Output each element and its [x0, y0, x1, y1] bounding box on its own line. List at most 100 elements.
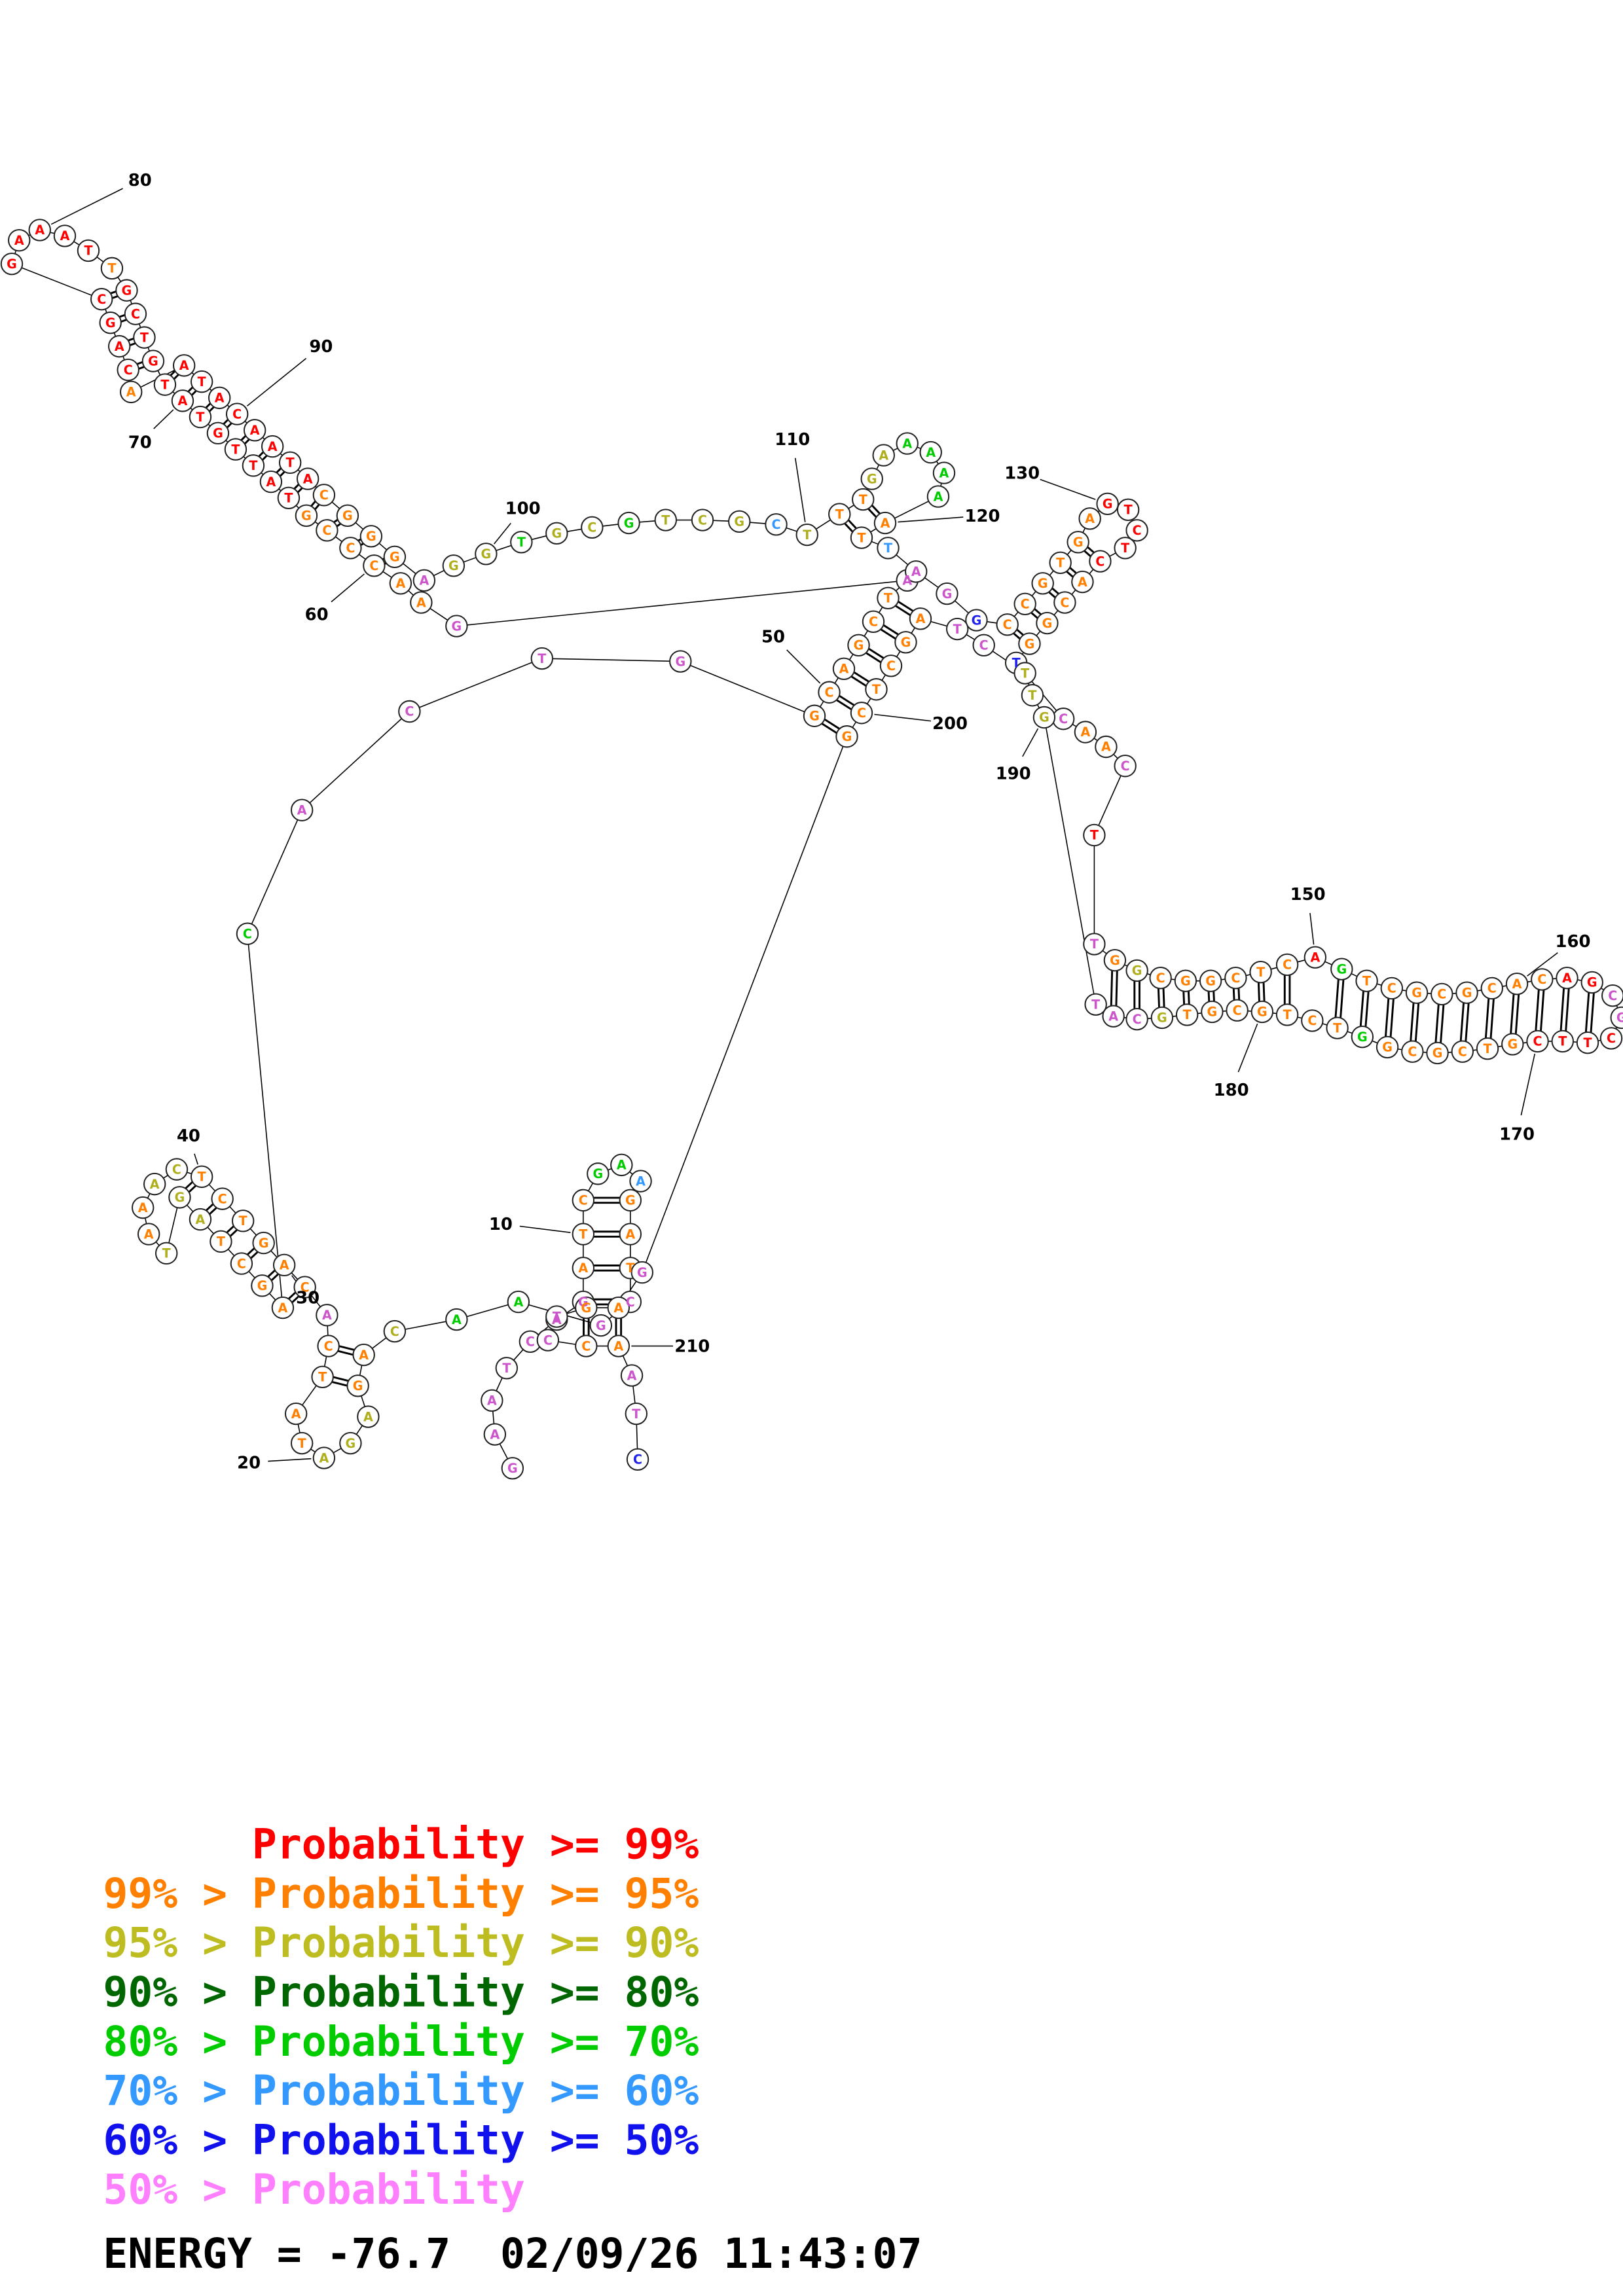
base-node [625, 1402, 648, 1426]
base-letter: C [771, 517, 780, 532]
base-node [589, 1314, 613, 1337]
base-node [572, 1189, 595, 1212]
base-letter: A [636, 1174, 646, 1189]
base-node [1301, 1009, 1324, 1032]
base-letter: C [1060, 595, 1069, 610]
base-letter: G [1180, 973, 1191, 988]
base-node [1501, 1033, 1524, 1056]
base-node [339, 1431, 362, 1455]
base-node [1405, 981, 1429, 1004]
base-letter: G [637, 1265, 647, 1280]
label-leader [1237, 1023, 1258, 1073]
base-letter: T [884, 591, 892, 606]
base-letter: A [215, 391, 225, 406]
base-letter: C [1059, 711, 1068, 726]
base-letter: A [627, 1368, 637, 1383]
base-letter: G [809, 709, 820, 724]
base-node [0, 252, 24, 276]
base-letter: T [538, 651, 546, 666]
base-node [1480, 977, 1503, 1000]
base-letter: C [1387, 981, 1396, 996]
base-node [153, 373, 177, 396]
base-letter: A [14, 233, 24, 248]
label-leader [794, 457, 806, 522]
backbone-edge [541, 658, 681, 662]
base-node [1103, 948, 1127, 972]
basepair-rung [1384, 994, 1390, 1041]
base-letter: C [1408, 1044, 1417, 1059]
base-letter: T [859, 492, 867, 507]
base-node [225, 403, 249, 425]
base-node [765, 513, 788, 536]
base-node [242, 454, 265, 477]
base-node [575, 1335, 598, 1357]
base-letter: A [419, 573, 429, 588]
base-letter: T [160, 377, 169, 392]
base-letter: G [854, 638, 864, 653]
legend-entry: 99% > Probability >= 95% [103, 1870, 699, 1918]
base-letter: G [448, 558, 459, 573]
base-node [316, 1304, 338, 1327]
base-node [236, 922, 259, 945]
base-letter: G [301, 509, 312, 524]
base-node [412, 569, 436, 592]
position-label: 130 [1004, 464, 1040, 484]
base-letter: A [613, 1300, 623, 1316]
label-leader [1040, 478, 1096, 500]
base-letter: C [124, 363, 133, 378]
base-letter: A [266, 475, 276, 490]
base-node [100, 257, 124, 280]
basepair-rung [1539, 985, 1545, 1036]
basepair-rung [1590, 988, 1596, 1037]
base-node [1610, 1006, 1623, 1030]
base-node [383, 1319, 407, 1343]
base-node [168, 1186, 191, 1209]
base-letter: G [1336, 961, 1347, 977]
base-node [1018, 632, 1041, 655]
base-letter: A [319, 1450, 329, 1465]
base-node [1275, 1003, 1299, 1026]
base-letter: T [1090, 937, 1099, 952]
base-node [117, 358, 139, 382]
basepair-rung [1484, 994, 1490, 1043]
base-letter: C [1487, 981, 1497, 996]
base-letter: A [452, 1312, 462, 1327]
base-node [1224, 966, 1247, 990]
basepair-rung [1439, 999, 1445, 1048]
base-letter: A [617, 1158, 627, 1173]
base-letter: G [581, 1300, 591, 1316]
base-node [1053, 591, 1076, 614]
base-node [972, 634, 995, 656]
base-letter: T [1558, 1034, 1567, 1049]
base-node [1326, 1016, 1349, 1039]
base-letter: C [218, 1191, 227, 1206]
base-letter: A [625, 1227, 635, 1242]
base-letter: C [1458, 1044, 1467, 1059]
base-node [410, 591, 433, 614]
base-node [1125, 519, 1148, 542]
base-letter: C [824, 685, 833, 700]
basepair-rung [1464, 998, 1470, 1047]
base-letter: T [1091, 997, 1100, 1012]
base-node [90, 287, 113, 311]
base-letter: G [105, 315, 116, 331]
base-letter: G [842, 729, 852, 744]
position-label: 150 [1290, 885, 1326, 905]
base-letter: A [1310, 950, 1320, 965]
base-node [481, 1389, 503, 1412]
base-letter: G [507, 1461, 518, 1476]
base-letter: A [268, 439, 278, 454]
base-letter: A [881, 516, 890, 531]
base-node [28, 219, 51, 242]
base-node [835, 725, 858, 748]
base-node [1036, 611, 1059, 635]
base-node [190, 370, 213, 393]
base-letter: T [553, 1309, 561, 1324]
backbone-edge [1044, 717, 1097, 1005]
base-node [317, 1335, 340, 1357]
base-letter: C [1095, 554, 1104, 569]
base-node [909, 607, 932, 630]
base-letter: C [1437, 987, 1446, 1002]
base-node [120, 380, 143, 404]
base-node [877, 537, 900, 560]
